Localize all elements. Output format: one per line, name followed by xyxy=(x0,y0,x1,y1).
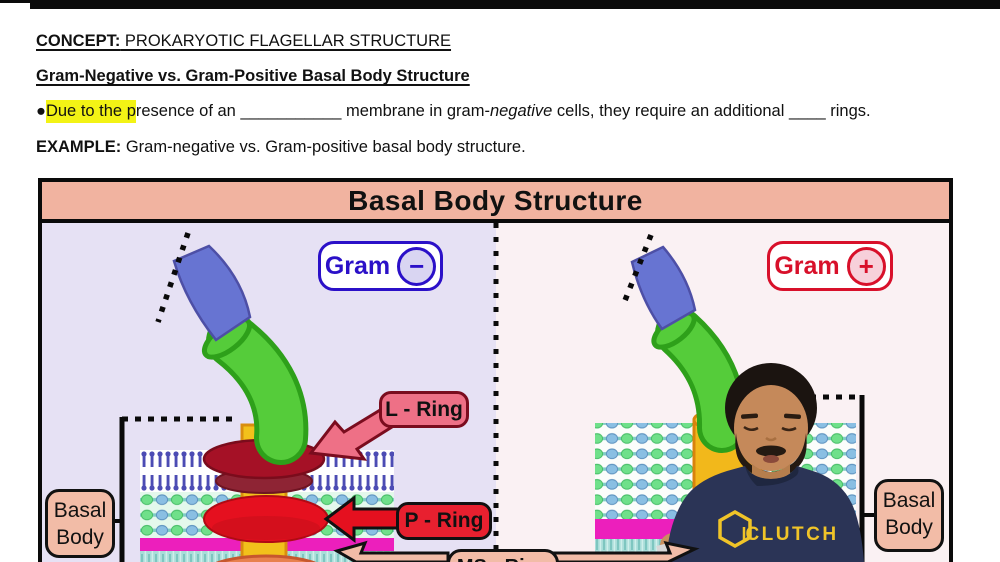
top-bar-notch xyxy=(0,3,30,9)
example-text: Gram-negative vs. Gram-positive basal bo… xyxy=(121,138,526,156)
italic-word: negative xyxy=(489,102,553,120)
basal-body-label-right: Basal Body xyxy=(874,479,944,552)
gram-negative-badge: Gram − xyxy=(318,241,443,291)
concept-title: PROKARYOTIC FLAGELLAR STRUCTURE xyxy=(120,32,452,50)
bullet-line: ●Due to the presence of an ___________ m… xyxy=(36,100,871,123)
subtitle-text: Gram-Negative vs. Gram-Positive Basal Bo… xyxy=(36,67,470,85)
example-label: EXAMPLE: xyxy=(36,138,122,156)
gram-positive-badge: Gram + xyxy=(767,241,893,291)
gram-negative-label: Gram xyxy=(324,251,391,280)
basal-body-label-left: Basal Body xyxy=(45,489,115,558)
highlighted-text: Due to the p xyxy=(45,100,136,123)
ms-ring-label: MS - Ring xyxy=(447,549,559,562)
concept-label: CONCEPT: xyxy=(36,32,121,50)
minus-icon: − xyxy=(397,246,437,286)
plus-icon: + xyxy=(846,246,886,286)
concept-heading: CONCEPT: PROKARYOTIC FLAGELLAR STRUCTURE xyxy=(36,32,451,51)
subtitle-heading: Gram-Negative vs. Gram-Positive Basal Bo… xyxy=(36,67,470,86)
example-line: EXAMPLE: Gram-negative vs. Gram-positive… xyxy=(36,138,526,157)
gram-positive-label: Gram xyxy=(774,251,840,280)
top-black-bar xyxy=(0,0,1000,9)
l-ring-label: L - Ring xyxy=(379,391,469,428)
basal-body-diagram: Basal Body Structure xyxy=(38,178,953,562)
bullet-char: ● xyxy=(36,102,46,120)
diagram-title: Basal Body Structure xyxy=(42,182,949,223)
p-ring-label: P - Ring xyxy=(396,502,492,540)
